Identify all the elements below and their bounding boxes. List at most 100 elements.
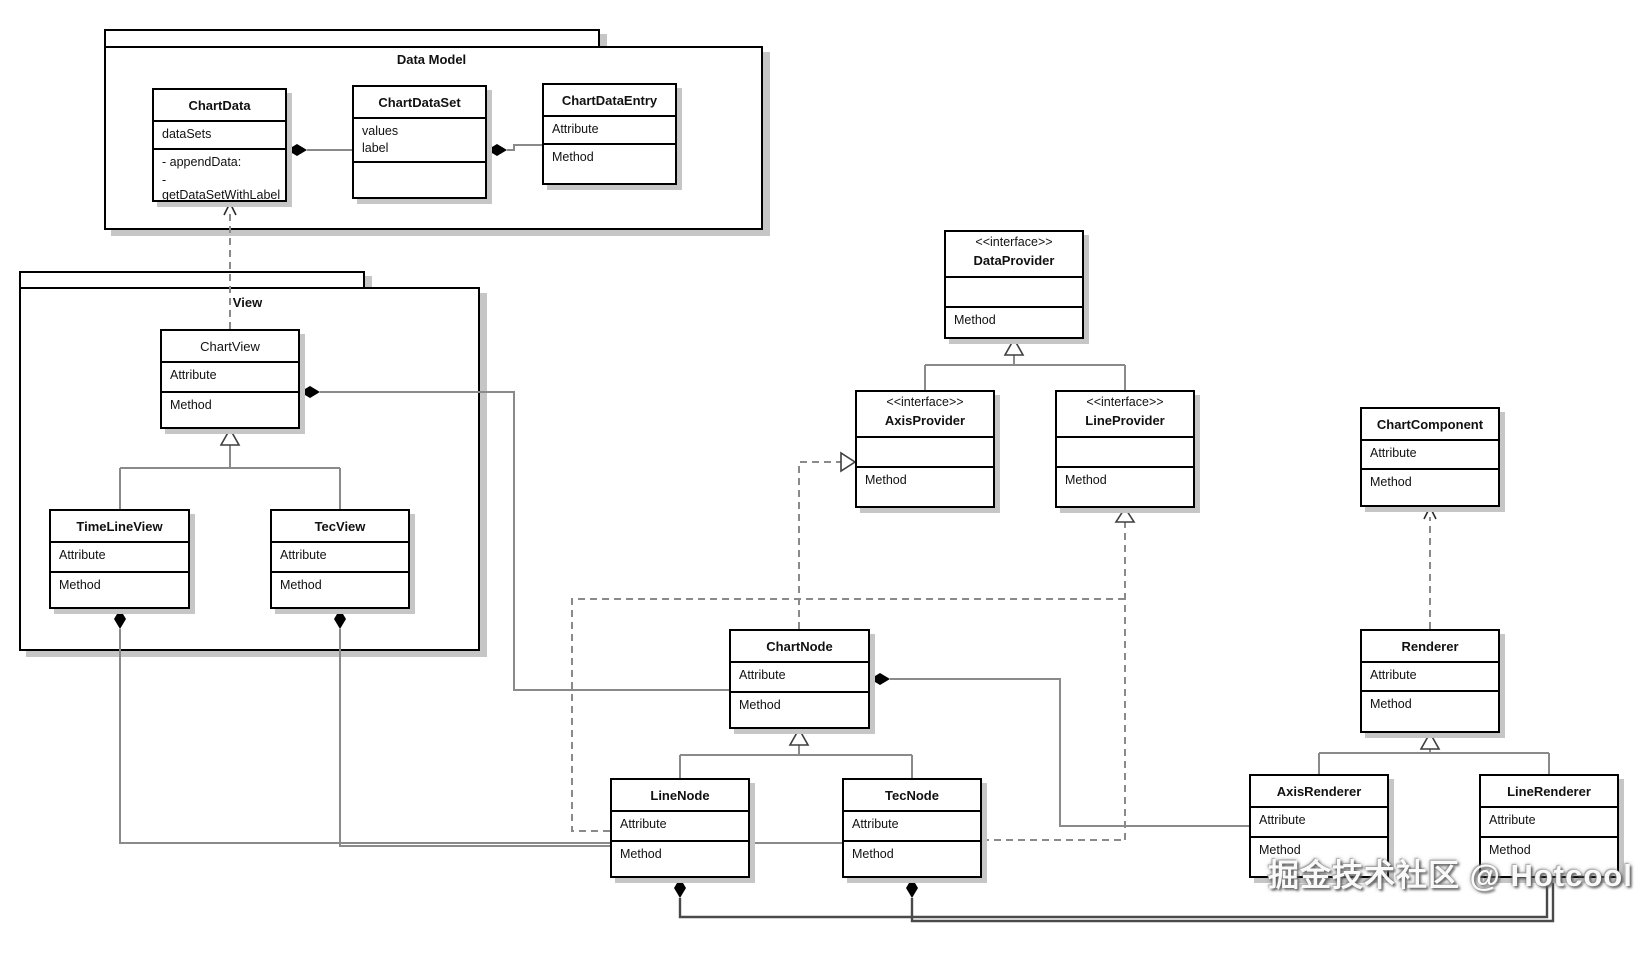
composition-tecnode-linerenderer xyxy=(910,878,1555,923)
method-row: Method xyxy=(865,473,907,487)
method-row: - getDataSetWithLabel xyxy=(162,172,281,200)
class-title: ChartDataEntry xyxy=(561,92,658,108)
hollow-triangle-icon xyxy=(1114,506,1136,523)
method-row: - appendData: xyxy=(162,155,242,169)
empty-attribute-section xyxy=(946,276,1082,306)
composition-diamond-icon xyxy=(906,878,918,898)
method-row: Method xyxy=(280,578,322,592)
method-row: Method xyxy=(1489,843,1531,857)
method-row: Method xyxy=(954,313,996,327)
attribute-row: Attribute xyxy=(1370,446,1417,460)
class-tecnode: TecNode Attribute Method xyxy=(842,778,982,878)
method-row: Method xyxy=(1370,697,1412,711)
empty-attribute-section xyxy=(1057,436,1193,466)
class-title: Renderer xyxy=(1401,638,1459,654)
class-title: LineProvider xyxy=(1085,412,1165,428)
class-title: DataProvider xyxy=(973,252,1055,268)
hollow-triangle-icon xyxy=(788,727,810,746)
method-row: Method xyxy=(852,847,894,861)
attribute-row: Attribute xyxy=(59,548,106,562)
class-chartdataentry: ChartDataEntry Attribute Method xyxy=(542,83,677,185)
empty-attribute-section xyxy=(857,436,993,466)
watermark-text: 掘金技术社区 @ Hotcool xyxy=(1268,858,1633,893)
class-chartnode: ChartNode Attribute Method xyxy=(729,629,870,729)
class-renderer: Renderer Attribute Method xyxy=(1360,629,1500,733)
method-row: Method xyxy=(620,847,662,861)
attribute-row: Attribute xyxy=(552,122,599,136)
method-row: Method xyxy=(1259,843,1301,857)
class-title: ChartComponent xyxy=(1376,416,1484,432)
stereotype-label: <<interface>> xyxy=(975,235,1053,249)
generalization-renderers-to-renderer xyxy=(1318,749,1550,774)
composition-tecview-line xyxy=(339,629,610,847)
class-linenode: LineNode Attribute Method xyxy=(610,778,750,878)
class-timelineview: TimeLineView Attribute Method xyxy=(49,509,190,609)
composition-chartnode-axisrenderer xyxy=(890,678,1249,827)
method-row: Method xyxy=(1065,473,1107,487)
attribute-row: values xyxy=(362,124,399,138)
interface-axisprovider: <<interface>> AxisProvider Method xyxy=(855,390,995,508)
composition-chartdataset-chartdataentry xyxy=(507,144,542,151)
realization-linenode-lineprovider xyxy=(571,598,1125,832)
class-linerenderer: LineRenderer Attribute Method xyxy=(1479,774,1619,878)
composition-chartview-chartnode xyxy=(320,391,729,691)
generalization-providers-to-dataprovider xyxy=(924,355,1126,390)
method-row: Method xyxy=(1370,475,1412,489)
method-row: Method xyxy=(170,398,212,412)
method-row: Method xyxy=(59,578,101,592)
composition-diamond-icon xyxy=(334,609,346,629)
attribute-row: Attribute xyxy=(620,817,667,831)
class-chartcomponent: ChartComponent Attribute Method xyxy=(1360,407,1500,507)
composition-diamond-icon xyxy=(870,673,890,685)
attribute-row: Attribute xyxy=(170,368,217,382)
composition-diamond-icon xyxy=(287,144,307,156)
class-title: TecNode xyxy=(885,787,939,803)
attribute-row: Attribute xyxy=(739,668,786,682)
generalization-views-to-chartview xyxy=(119,445,341,509)
method-row: Method xyxy=(739,698,781,712)
interface-lineprovider: <<interface>> LineProvider Method xyxy=(1055,390,1195,508)
class-chartview: ChartView Attribute Method xyxy=(160,329,300,429)
composition-diamond-icon xyxy=(300,386,320,398)
attribute-row: Attribute xyxy=(852,817,899,831)
class-title: TecView xyxy=(314,518,366,534)
composition-diamond-icon xyxy=(487,144,507,156)
class-title: LineRenderer xyxy=(1507,783,1591,799)
class-axisrenderer: AxisRenderer Attribute Method xyxy=(1249,774,1389,878)
open-arrow-icon xyxy=(1423,506,1437,520)
package-view-title: View xyxy=(232,295,263,310)
attribute-row: label xyxy=(362,140,389,155)
realization-chartnode-axisprovider xyxy=(798,461,841,629)
attribute-row: Attribute xyxy=(1370,668,1417,682)
hollow-triangle-icon xyxy=(1003,337,1025,356)
attribute-row: Attribute xyxy=(1259,813,1306,827)
empty-method-section xyxy=(354,161,485,197)
attribute-row: Attribute xyxy=(1489,813,1536,827)
stereotype-label: <<interface>> xyxy=(1086,395,1164,409)
class-chartdata: ChartData dataSets - appendData: - getDa… xyxy=(152,88,287,202)
package-data-model-title: Data Model xyxy=(396,52,467,67)
class-title: AxisRenderer xyxy=(1276,783,1362,799)
open-arrow-icon xyxy=(223,202,237,216)
hollow-triangle-icon xyxy=(840,451,857,473)
hollow-triangle-icon xyxy=(219,427,241,446)
stereotype-label: <<interface>> xyxy=(886,395,964,409)
interface-dataprovider: <<interface>> DataProvider Method xyxy=(944,230,1084,339)
class-title: TimeLineView xyxy=(76,518,163,534)
composition-timelineview-line xyxy=(119,629,842,844)
class-title: AxisProvider xyxy=(884,412,966,428)
hollow-triangle-icon xyxy=(1419,731,1441,750)
class-chartdataset: ChartDataSet values label xyxy=(352,85,487,199)
class-title: ChartNode xyxy=(766,638,833,654)
class-tecview: TecView Attribute Method xyxy=(270,509,410,609)
composition-linenode-linerenderer xyxy=(678,878,1549,919)
class-title: ChartDataSet xyxy=(378,94,461,110)
attribute-row: dataSets xyxy=(162,127,212,141)
class-title: LineNode xyxy=(650,787,710,803)
composition-diamond-icon xyxy=(674,878,686,898)
class-title: ChartData xyxy=(188,97,251,113)
generalization-nodes-to-chartnode xyxy=(679,745,913,778)
composition-diamond-icon xyxy=(114,609,126,629)
